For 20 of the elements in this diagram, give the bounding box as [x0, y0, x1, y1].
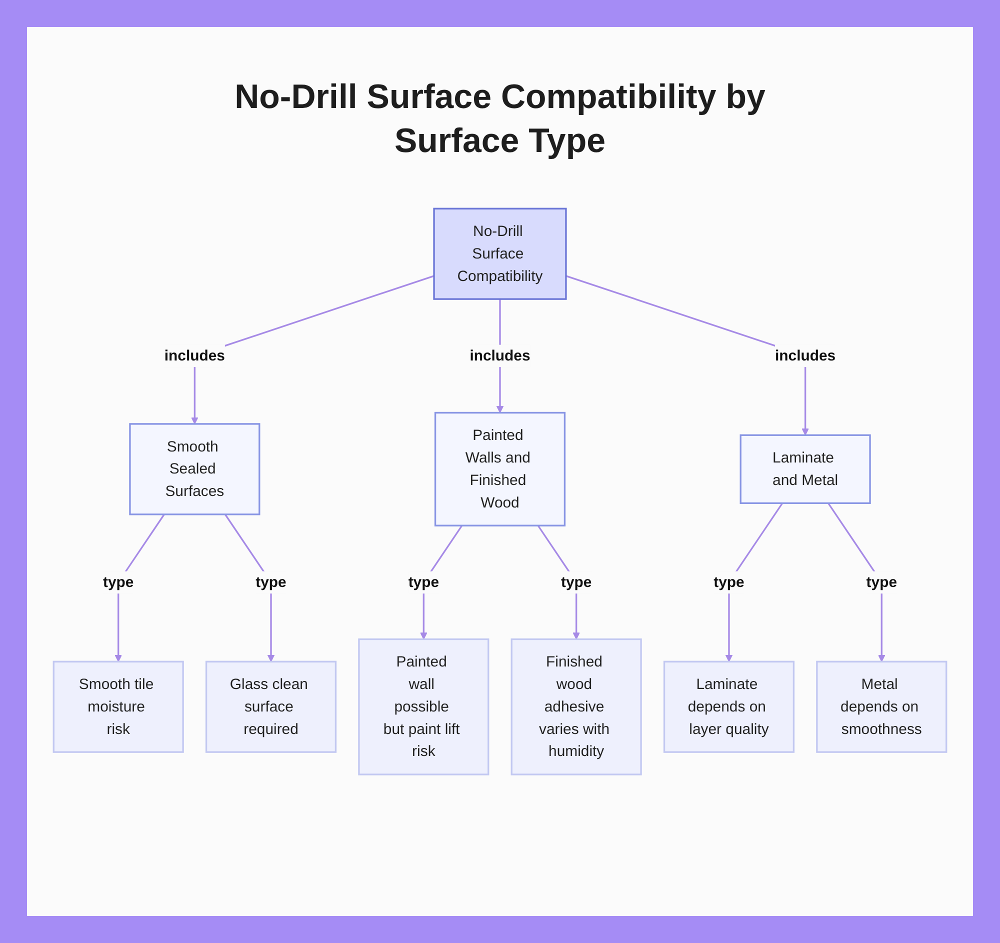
edge-label: includes: [164, 347, 225, 364]
node-box: Smooth tile moisture risk: [52, 660, 184, 753]
node-box: Glass clean surface required: [205, 660, 337, 753]
node-box: Painted wall possible but paint lift risk: [358, 638, 490, 776]
edge-label: type: [408, 574, 440, 590]
node-box: No-Drill Surface Compatibility: [433, 208, 567, 300]
edge-label: type: [256, 574, 286, 590]
edge-label: includes: [775, 347, 836, 364]
diagram-title: No-Drill Surface Compatibility by Surface Type: [234, 77, 766, 162]
node-box: Smooth Sealed Surfaces: [129, 423, 260, 516]
node-box: Painted Walls and Finished Wood: [434, 412, 566, 526]
edge-label: type: [714, 574, 744, 590]
edge-label: type: [560, 574, 592, 590]
node-box: Metal depends on smoothness: [816, 660, 948, 753]
edge-label: type: [866, 574, 898, 590]
node-box: Finished wood adhesive varies with humidity: [510, 638, 642, 776]
node-box: Laminate depends on layer quality: [663, 660, 795, 753]
node-box: Laminate and Metal: [740, 434, 871, 504]
edge-label: includes: [470, 347, 530, 364]
edge-label: type: [102, 574, 134, 590]
